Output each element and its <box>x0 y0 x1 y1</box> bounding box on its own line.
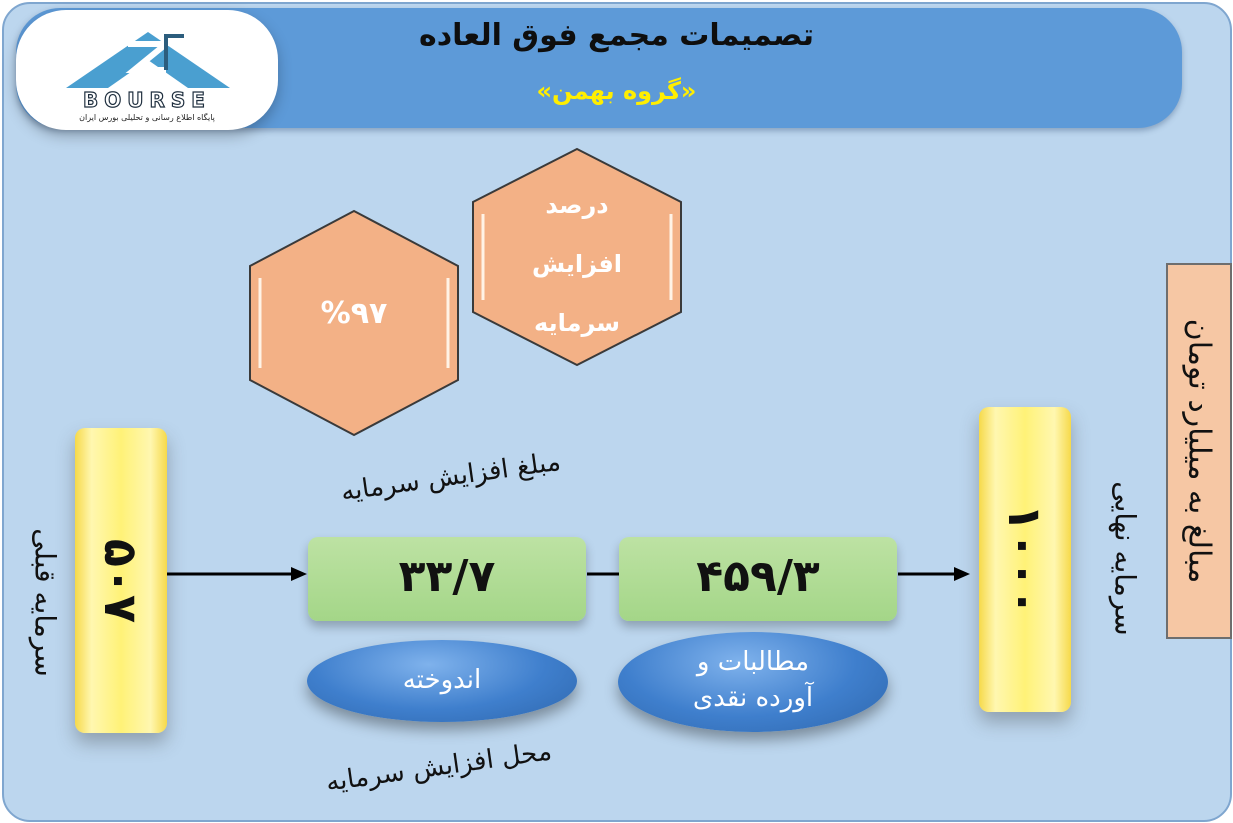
hexagon-percent <box>249 209 459 437</box>
arrow-left <box>167 567 307 581</box>
source-oval-reserve: اندوخته <box>307 640 577 722</box>
before-capital-value: ۵۰۷ <box>94 538 148 623</box>
source-label-cash-line: مطالبات و <box>696 647 810 677</box>
percent-label-line: افزایش <box>531 250 623 278</box>
before-capital-label: سرمایه قبلی <box>28 528 62 677</box>
final-capital-value: ۱۰۰۰ <box>998 503 1052 616</box>
page-title: تصمیمات مجمع فوق العاده <box>419 18 814 53</box>
logo-graphic: BOURSE پایگاه اطلاع رسانی و تحلیلی بورس … <box>66 32 230 122</box>
arrow-right <box>898 567 970 581</box>
bourse-logo: BOURSE پایگاه اطلاع رسانی و تحلیلی بورس … <box>16 10 278 130</box>
percent-label: درصد افزایش سرمایه <box>469 176 685 353</box>
source-value-cash: ۴۵۹/۳ <box>696 551 820 602</box>
unit-note-box: مبالغ به میلیارد تومان <box>1166 263 1232 639</box>
source-label-cash-line: آورده نقدی <box>692 683 814 713</box>
unit-note: مبالغ به میلیارد تومان <box>1181 318 1217 584</box>
percent-label-line: درصد <box>545 191 609 219</box>
page-subtitle: «گروه بهمن» <box>536 77 697 105</box>
percent-label-line: سرمایه <box>534 309 620 337</box>
source-box-reserve: ۳۳/۷ <box>308 537 586 621</box>
hexagon-label <box>472 147 682 367</box>
source-label-reserve: اندوخته <box>402 665 482 695</box>
percent-value: %۹۷ <box>320 296 388 331</box>
final-capital-label: سرمایه نهایی <box>1108 481 1142 636</box>
source-oval-cash: مطالبات و آورده نقدی <box>618 632 888 732</box>
source-box-cash: ۴۵۹/۳ <box>619 537 897 621</box>
final-capital-bar: ۱۰۰۰ <box>979 407 1071 712</box>
logo-tagline: پایگاه اطلاع رسانی و تحلیلی بورس ایران <box>79 112 215 122</box>
logo-brand: BOURSE <box>83 88 211 112</box>
before-capital-bar: ۵۰۷ <box>75 428 167 733</box>
source-value-reserve: ۳۳/۷ <box>398 551 496 602</box>
connector-line <box>587 572 619 576</box>
source-label-cash: مطالبات و آورده نقدی <box>618 644 888 716</box>
